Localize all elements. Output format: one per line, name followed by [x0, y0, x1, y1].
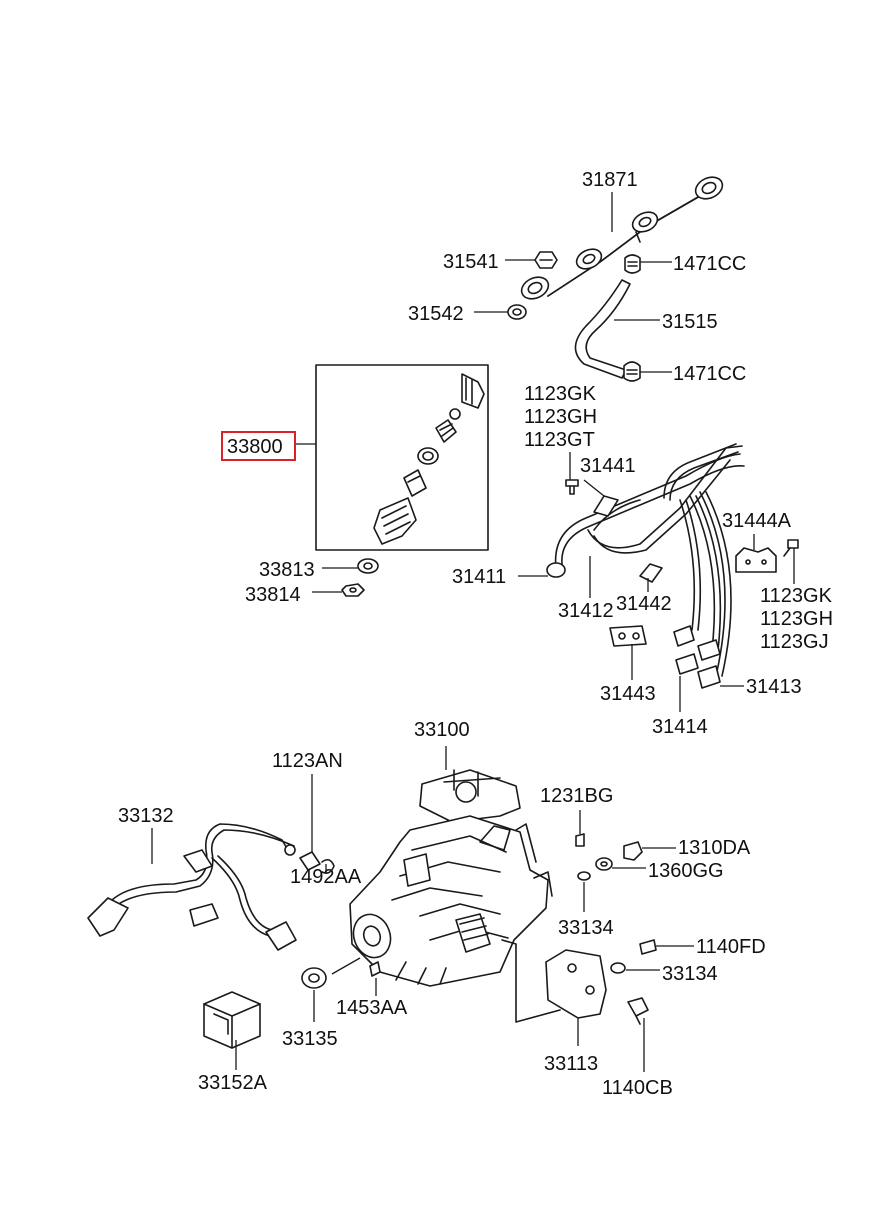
clamp-31442 — [639, 563, 663, 583]
label-31542: 31542 — [408, 303, 464, 325]
washer-33814 — [341, 583, 365, 597]
label-33113: 33113 — [544, 1053, 598, 1075]
label-1231bg: 1231BG — [540, 785, 613, 807]
part-labels: 31871 31541 1471CC 31542 31515 1471CC 33… — [118, 169, 833, 1099]
label-31515: 31515 — [662, 311, 718, 333]
clamp-31444a — [735, 547, 777, 573]
label-31413: 31413 — [746, 676, 802, 698]
label-33135: 33135 — [282, 1028, 338, 1050]
label-1310da: 1310DA — [678, 837, 751, 859]
nut-1310da — [623, 841, 643, 861]
injection-pump-33100 — [349, 769, 553, 987]
label-1471cc-lower: 1471CC — [673, 363, 746, 385]
label-1123gt: 1123GT — [524, 429, 595, 451]
label-33814: 33814 — [245, 584, 301, 606]
return-pipe-assembly-31871 — [520, 176, 724, 300]
label-31441: 31441 — [580, 455, 636, 477]
injector-body — [373, 373, 485, 545]
nut-31541 — [534, 251, 558, 269]
bolt-1231bg — [575, 833, 585, 847]
label-1140fd: 1140FD — [696, 936, 766, 958]
injector-kit-box — [315, 364, 489, 551]
clip-1471cc-upper — [624, 254, 641, 274]
highlight-box-33800 — [221, 431, 296, 461]
pin-1453aa — [369, 961, 381, 977]
label-1123gh-upper: 1123GH — [524, 406, 597, 428]
wiring-harness-33132 — [87, 823, 297, 951]
washer-33134-upper — [577, 871, 591, 881]
label-31443: 31443 — [600, 683, 656, 705]
label-33134-lower: 33134 — [662, 963, 718, 985]
label-1453aa: 1453AA — [336, 997, 408, 1019]
clip-1123an — [299, 851, 321, 871]
label-33800: 33800 — [227, 436, 283, 458]
injection-pipes — [546, 443, 745, 689]
label-33152a: 33152A — [198, 1072, 268, 1094]
label-31414: 31414 — [652, 716, 708, 738]
bracket-33113 — [501, 939, 607, 1023]
clamp-31441 — [593, 495, 619, 517]
leader-lines — [151, 192, 795, 1072]
bolt-1123gk-upper — [565, 479, 579, 495]
plug-33135 — [301, 967, 327, 989]
label-31541: 31541 — [443, 251, 499, 273]
label-1123gh-right: 1123GH — [760, 608, 833, 630]
label-1123gk-upper: 1123GK — [524, 383, 597, 405]
label-1123gj: 1123GJ — [760, 631, 829, 653]
label-33813: 33813 — [259, 559, 315, 581]
label-1492aa: 1492AA — [290, 866, 362, 888]
clip-1471cc-lower — [623, 361, 641, 382]
label-33132: 33132 — [118, 805, 174, 827]
hose-31515 — [574, 279, 631, 379]
label-1471cc-upper: 1471CC — [673, 253, 746, 275]
label-1123an: 1123AN — [272, 750, 343, 772]
label-1360gg: 1360GG — [648, 860, 724, 882]
label-1140cb: 1140CB — [602, 1077, 673, 1099]
label-33100: 33100 — [414, 719, 470, 741]
washer-1360gg — [595, 857, 613, 871]
washer-33134-lower — [610, 962, 626, 974]
label-1123gk-right: 1123GK — [760, 585, 833, 607]
clip-1492aa — [321, 858, 335, 874]
bolt-1140cb — [627, 997, 649, 1025]
clamp-31443 — [609, 625, 647, 647]
injector-assembly-33800 — [315, 364, 489, 551]
label-31442: 31442 — [616, 593, 672, 615]
bolt-1140fd — [639, 939, 657, 955]
label-31444a: 31444A — [722, 510, 792, 532]
washer-33813 — [357, 558, 379, 574]
label-31412: 31412 — [558, 600, 614, 622]
bracket-33152a — [203, 991, 261, 1049]
label-33134-upper: 33134 — [558, 917, 614, 939]
label-31871: 31871 — [582, 169, 638, 191]
bolt-1123gk-right — [783, 539, 799, 557]
label-31411: 31411 — [452, 566, 506, 588]
washer-31542 — [507, 304, 527, 320]
